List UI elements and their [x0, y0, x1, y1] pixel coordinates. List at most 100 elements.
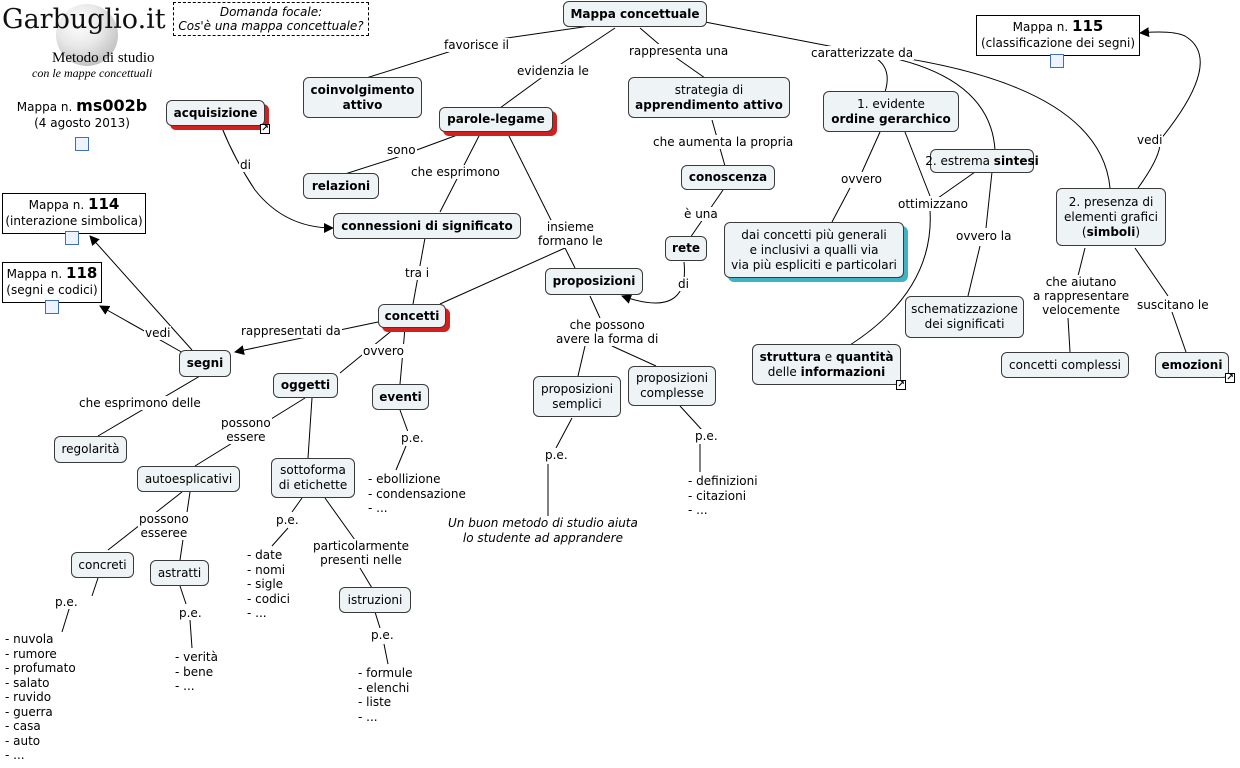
edge — [359, 567, 373, 589]
node-schematizzazione[interactable]: schematizzazione dei significati — [905, 296, 1024, 338]
link-label: possono essere — [220, 416, 272, 444]
map-link-icon[interactable] — [1050, 54, 1064, 68]
edge — [577, 345, 586, 377]
link-label: particolarmente presenti nelle — [312, 539, 411, 567]
map-link-icon[interactable] — [45, 300, 59, 314]
edge — [859, 51, 1111, 189]
example-list-eventi: - ebollizione- condensazione- ... — [368, 472, 466, 516]
node-mappa-concettuale[interactable]: Mappa concettuale — [563, 1, 707, 27]
ref-prefix: Mappa n. — [28, 198, 89, 212]
map-link-icon[interactable] — [65, 231, 79, 245]
edge — [61, 605, 71, 633]
map-code: ms002b — [76, 96, 148, 115]
example-item: - condensazione — [368, 486, 466, 501]
node-segni[interactable]: segni — [179, 350, 231, 377]
ref-number: 115 — [1072, 17, 1104, 35]
node-text: e — [820, 349, 836, 364]
example-item: - ... — [358, 709, 378, 724]
link-label: favorisce il — [443, 38, 511, 52]
node-estrema-sintesi[interactable]: 2. estrema sintesi — [925, 149, 1039, 173]
node-text: strategia di — [674, 82, 744, 97]
node-text: elementi grafici — [1063, 209, 1159, 224]
edge — [861, 131, 881, 173]
node-concetti-complessi[interactable]: concetti complessi — [1001, 352, 1129, 378]
map-ref-115[interactable]: Mappa n. 115 (classificazione dei segni) — [976, 15, 1140, 56]
edge — [1077, 247, 1086, 277]
ref-caption: (classificazione dei segni) — [980, 36, 1136, 50]
node-text: 2. estrema — [925, 153, 994, 168]
node-strategia[interactable]: strategia di apprendimento attivo — [628, 77, 790, 118]
node-relazioni[interactable]: relazioni — [303, 173, 379, 199]
node-proposizioni-complesse[interactable]: proposizioni complesse — [628, 366, 716, 406]
map-link-icon[interactable] — [75, 137, 89, 151]
edge — [1171, 311, 1187, 353]
edge — [439, 247, 566, 305]
node-autoesplicativi[interactable]: autoesplicativi — [137, 466, 240, 492]
link-label: p.e. — [400, 431, 425, 445]
map-ref-118[interactable]: Mappa n. 118 (segni e codici) — [2, 262, 102, 303]
edge — [221, 127, 334, 233]
node-connessioni[interactable]: connessioni di significato — [333, 213, 521, 239]
example-item: - salato — [5, 675, 50, 690]
map-date: (4 agosto 2013) — [34, 116, 130, 130]
example-item: - formule — [358, 666, 413, 680]
node-acquisizione[interactable]: acquisizione — [166, 100, 265, 126]
external-link-icon[interactable]: ↗ — [896, 380, 906, 390]
edge — [383, 643, 389, 665]
node-struttura-informazioni[interactable]: struttura e quantità delle informazioni — [752, 344, 901, 385]
ref-number: 118 — [66, 264, 98, 282]
node-parole-legame[interactable]: parole-legame — [439, 107, 553, 132]
edge — [291, 497, 303, 513]
edge — [1134, 247, 1169, 297]
example-item: - verità — [175, 650, 218, 664]
edge — [904, 131, 931, 197]
map-ref-114[interactable]: Mappa n. 114 (interazione simbolica) — [2, 193, 146, 234]
link-label: che aiutano a rappresentare velocemente — [1032, 275, 1131, 317]
node-ordine-gerarchico[interactable]: 1. evidente ordine gerarchico — [823, 91, 959, 132]
edge — [967, 245, 981, 297]
node-conoscenza[interactable]: conoscenza — [681, 165, 775, 190]
link-label: che aumenta la propria — [652, 135, 795, 149]
link-label: di — [239, 158, 252, 172]
edge — [1137, 27, 1201, 189]
brand-title: Garbuglio.it — [2, 4, 166, 35]
node-istruzioni[interactable]: istruzioni — [339, 587, 411, 613]
external-link-icon[interactable]: ↗ — [1225, 373, 1235, 383]
brand-subtitle: Metodo di studio — [52, 50, 155, 66]
node-dai-concetti[interactable]: dai concetti più generali e inclusivi a … — [724, 222, 904, 278]
example-item: - profumato — [5, 661, 76, 675]
example-list-etichette: - date- nomi- sigle- codici- ... — [247, 548, 290, 621]
example-item: - ... — [5, 748, 25, 762]
node-concetti[interactable]: concetti — [378, 304, 446, 328]
link-label: tra i — [404, 266, 431, 280]
node-elementi-grafici[interactable]: 2. presenza di elementi grafici (simboli… — [1056, 188, 1166, 246]
example-item: - casa — [5, 719, 41, 733]
node-oggetti[interactable]: oggetti — [273, 373, 338, 398]
node-concreti[interactable]: concreti — [71, 552, 134, 578]
node-text: apprendimento attivo — [635, 97, 783, 112]
link-label: p.e. — [275, 513, 300, 527]
node-proposizioni[interactable]: proposizioni — [545, 268, 643, 295]
node-etichette[interactable]: sottoforma di etichette — [271, 458, 355, 498]
focal-text: Cos'è una mappa concettuale? — [178, 19, 364, 33]
link-label: vedi — [144, 326, 172, 340]
link-label: p.e. — [694, 429, 719, 443]
node-coinvolgimento[interactable]: coinvolgimento attivo — [303, 77, 422, 118]
link-label: ovvero — [840, 172, 883, 186]
node-eventi[interactable]: eventi — [372, 384, 429, 410]
example-item: - ... — [688, 503, 708, 517]
external-link-icon[interactable]: ↗ — [260, 124, 270, 134]
node-text: 2. presenza di — [1068, 194, 1154, 209]
example-item: - liste — [358, 695, 392, 709]
logo-sphere-icon — [56, 4, 118, 66]
map-identifier: Mappa n. ms002b (4 agosto 2013) — [0, 98, 164, 131]
link-label: che esprimono — [410, 165, 501, 179]
node-astratti[interactable]: astratti — [150, 560, 209, 586]
node-regolarita[interactable]: regolarità — [54, 436, 127, 463]
node-text: quantità — [835, 349, 894, 364]
node-text: struttura — [759, 349, 821, 364]
node-rete[interactable]: rete — [665, 236, 707, 261]
example-list-complesse: - definizioni- citazioni- ... — [688, 474, 758, 518]
node-emozioni[interactable]: emozioni — [1155, 352, 1229, 378]
node-proposizioni-semplici[interactable]: proposizioni semplici — [533, 376, 621, 417]
